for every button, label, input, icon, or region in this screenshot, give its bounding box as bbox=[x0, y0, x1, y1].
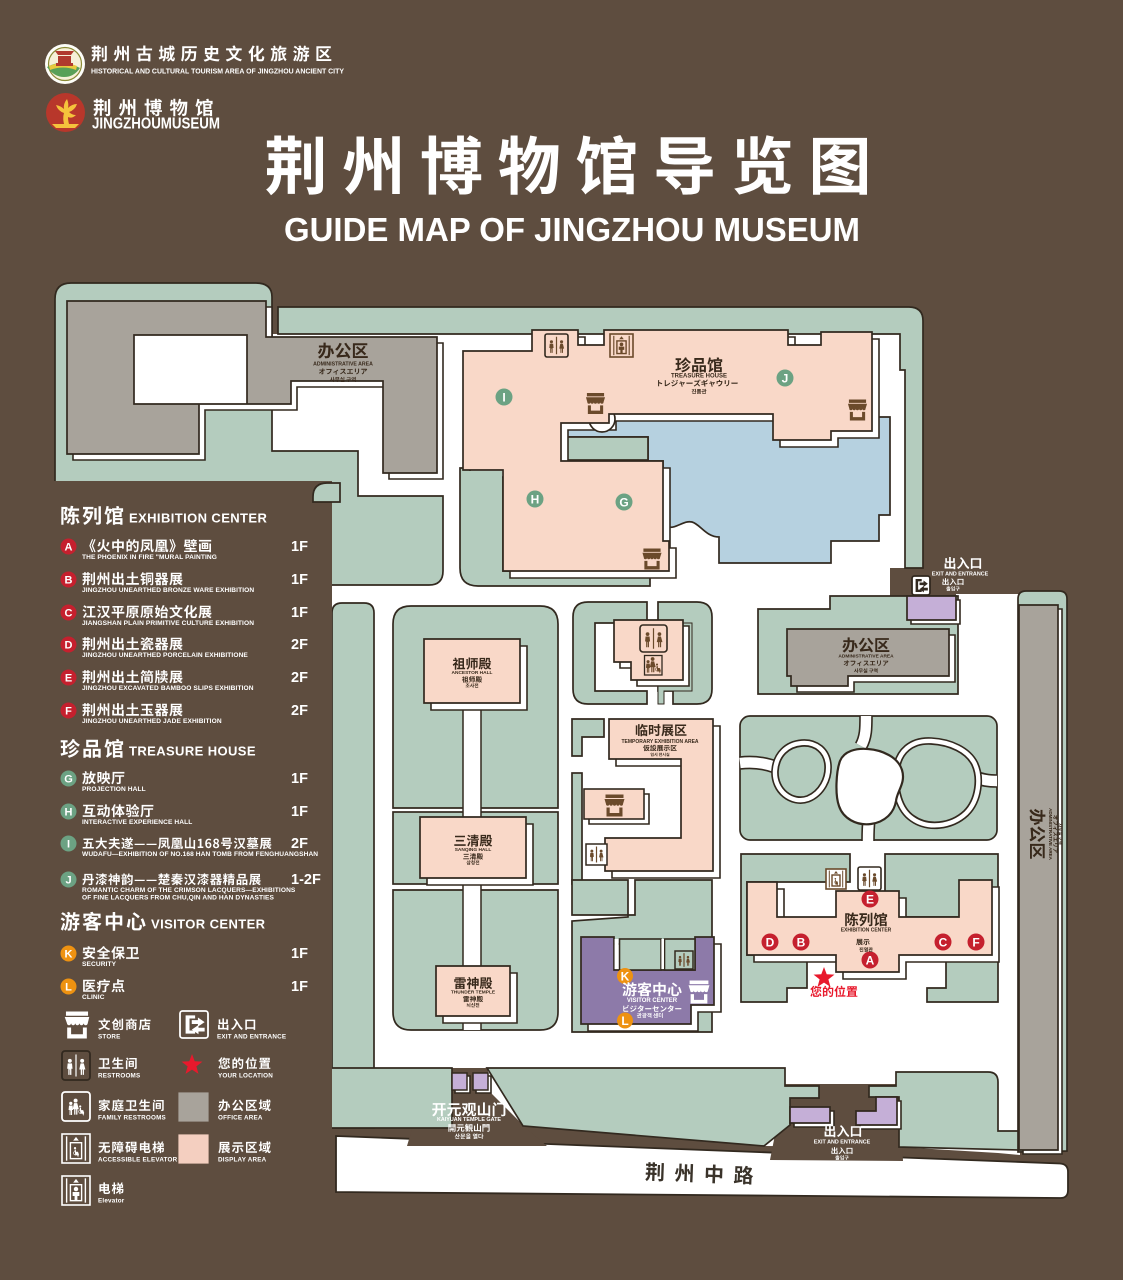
svg-text:1F: 1F bbox=[291, 572, 308, 588]
svg-text:I: I bbox=[67, 838, 70, 850]
svg-text:H: H bbox=[65, 806, 73, 818]
svg-text:L: L bbox=[65, 981, 72, 993]
svg-text:E: E bbox=[65, 672, 72, 684]
svg-text:Elevator: Elevator bbox=[98, 1198, 125, 1205]
svg-text:DISPLAY AREA: DISPLAY AREA bbox=[218, 1157, 267, 1164]
svg-text:CLINIC: CLINIC bbox=[82, 994, 105, 1001]
svg-text:K: K bbox=[65, 948, 73, 960]
svg-text:EXIT AND ENTRANCE: EXIT AND ENTRANCE bbox=[814, 1140, 871, 1146]
svg-text:1F: 1F bbox=[291, 539, 308, 555]
svg-text:I: I bbox=[502, 390, 505, 404]
svg-text:KAIYUAN TEMPLE GATE: KAIYUAN TEMPLE GATE bbox=[437, 1117, 501, 1123]
svg-text:1F: 1F bbox=[291, 979, 308, 995]
svg-text:EXIT AND ENTRANCE: EXIT AND ENTRANCE bbox=[217, 1034, 286, 1041]
svg-text:THE PHOENIX IN FIRE "MURAL PAI: THE PHOENIX IN FIRE "MURAL PAINTING bbox=[82, 554, 217, 561]
svg-text:F: F bbox=[972, 935, 979, 949]
svg-text:RESTROOMS: RESTROOMS bbox=[98, 1073, 140, 1080]
svg-text:EXHIBITION CENTER: EXHIBITION CENTER bbox=[841, 928, 892, 934]
svg-text:SECURITY: SECURITY bbox=[82, 961, 117, 968]
svg-text:A: A bbox=[866, 953, 875, 967]
svg-text:B: B bbox=[65, 574, 73, 586]
svg-text:J: J bbox=[782, 371, 789, 385]
svg-text:J: J bbox=[65, 874, 71, 886]
svg-text:ANCESTOR HALL: ANCESTOR HALL bbox=[452, 670, 493, 676]
svg-text:TREASURE HOUSE: TREASURE HOUSE bbox=[129, 744, 256, 759]
svg-text:JINGZHOUMUSEUM: JINGZHOUMUSEUM bbox=[92, 116, 220, 133]
svg-text:G: G bbox=[64, 773, 73, 785]
svg-text:VISITOR CENTER: VISITOR CENTER bbox=[627, 998, 678, 1004]
svg-text:F: F bbox=[65, 705, 72, 717]
svg-text:H: H bbox=[531, 492, 540, 506]
svg-text:TEMPORARY EXHIBITION AREA: TEMPORARY EXHIBITION AREA bbox=[621, 739, 698, 745]
svg-text:THUNDER TEMPLE: THUNDER TEMPLE bbox=[451, 990, 496, 996]
svg-text:PROJECTION HALL: PROJECTION HALL bbox=[82, 786, 146, 793]
svg-text:OFFICE AREA: OFFICE AREA bbox=[218, 1115, 263, 1122]
svg-text:2F: 2F bbox=[291, 637, 308, 653]
svg-text:1-2F: 1-2F bbox=[291, 872, 321, 888]
svg-text:2F: 2F bbox=[291, 836, 308, 852]
svg-text:C: C bbox=[939, 935, 948, 949]
svg-text:D: D bbox=[766, 935, 775, 949]
svg-text:OF FINE LACQUERS FROM CHU,QIN: OF FINE LACQUERS FROM CHU,QIN AND HAN DY… bbox=[82, 895, 275, 902]
svg-text:YOUR LOCATION: YOUR LOCATION bbox=[218, 1073, 273, 1080]
svg-text:2F: 2F bbox=[291, 670, 308, 686]
svg-text:ADMINISTRATIVE AREA: ADMINISTRATIVE AREA bbox=[1048, 808, 1053, 861]
svg-text:STORE: STORE bbox=[98, 1034, 121, 1041]
svg-text:ROMANTIC CHARM OF THE CRIMSON: ROMANTIC CHARM OF THE CRIMSON LACQUERS—E… bbox=[82, 887, 296, 894]
svg-text:VISITOR CENTER: VISITOR CENTER bbox=[151, 917, 266, 932]
svg-text:TREASURE HOUSE: TREASURE HOUSE bbox=[671, 374, 727, 380]
svg-text:D: D bbox=[65, 639, 73, 651]
svg-text:FAMILY RESTROOMS: FAMILY RESTROOMS bbox=[98, 1115, 166, 1122]
svg-text:1F: 1F bbox=[291, 605, 308, 621]
svg-text:ADMINISTRATIVE AREA: ADMINISTRATIVE AREA bbox=[313, 362, 373, 368]
svg-text:JINGZHOU UNEARTHED BRONZE WARE: JINGZHOU UNEARTHED BRONZE WARE EXHIBITIO… bbox=[82, 587, 254, 594]
svg-text:ADMINISTRATIVE AREA: ADMINISTRATIVE AREA bbox=[838, 654, 894, 660]
svg-text:JIANGSHAN PLAIN PRIMITIVE CULT: JIANGSHAN PLAIN PRIMITIVE CULTURE EXHIBI… bbox=[82, 620, 254, 627]
svg-text:G: G bbox=[619, 495, 628, 509]
svg-text:E: E bbox=[866, 892, 874, 906]
svg-text:B: B bbox=[797, 935, 806, 949]
svg-text:INTERACTIVE EXPERIENCE HALL: INTERACTIVE EXPERIENCE HALL bbox=[82, 819, 192, 826]
svg-text:HISTORICAL AND CULTURAL TOURIS: HISTORICAL AND CULTURAL TOURISM AREA OF … bbox=[91, 67, 344, 76]
svg-text:1F: 1F bbox=[291, 804, 308, 820]
svg-text:K: K bbox=[621, 969, 630, 983]
svg-text:1F: 1F bbox=[291, 946, 308, 962]
svg-text:EXIT AND ENTRANCE: EXIT AND ENTRANCE bbox=[932, 572, 989, 578]
svg-text:2F: 2F bbox=[291, 703, 308, 719]
svg-text:L: L bbox=[621, 1014, 628, 1028]
svg-text:A: A bbox=[65, 541, 73, 553]
svg-text:SANQING HALL: SANQING HALL bbox=[455, 847, 492, 853]
svg-text:ACCESSIBLE ELEVATOR: ACCESSIBLE ELEVATOR bbox=[98, 1157, 178, 1164]
svg-text:C: C bbox=[65, 607, 73, 619]
svg-text:EXHIBITION CENTER: EXHIBITION CENTER bbox=[129, 511, 267, 526]
svg-text:GUIDE MAP OF JINGZHOU MUSEUM: GUIDE MAP OF JINGZHOU MUSEUM bbox=[284, 212, 860, 249]
svg-text:1F: 1F bbox=[291, 771, 308, 787]
svg-text:JINGZHOU UNEARTHED JADE EXHIBI: JINGZHOU UNEARTHED JADE EXHIBITION bbox=[82, 718, 222, 725]
svg-text:JINGZHOU UNEARTHED PORCELAIN E: JINGZHOU UNEARTHED PORCELAIN EXHIBITIONE bbox=[82, 652, 248, 659]
svg-text:JINGZHOU EXCAVATED BAMBOO SLIP: JINGZHOU EXCAVATED BAMBOO SLIPS EXHIBITI… bbox=[82, 685, 254, 692]
svg-text:WUDAFU—EXHIBITION OF NO.168 HA: WUDAFU—EXHIBITION OF NO.168 HAN TOMB FRO… bbox=[82, 851, 318, 858]
